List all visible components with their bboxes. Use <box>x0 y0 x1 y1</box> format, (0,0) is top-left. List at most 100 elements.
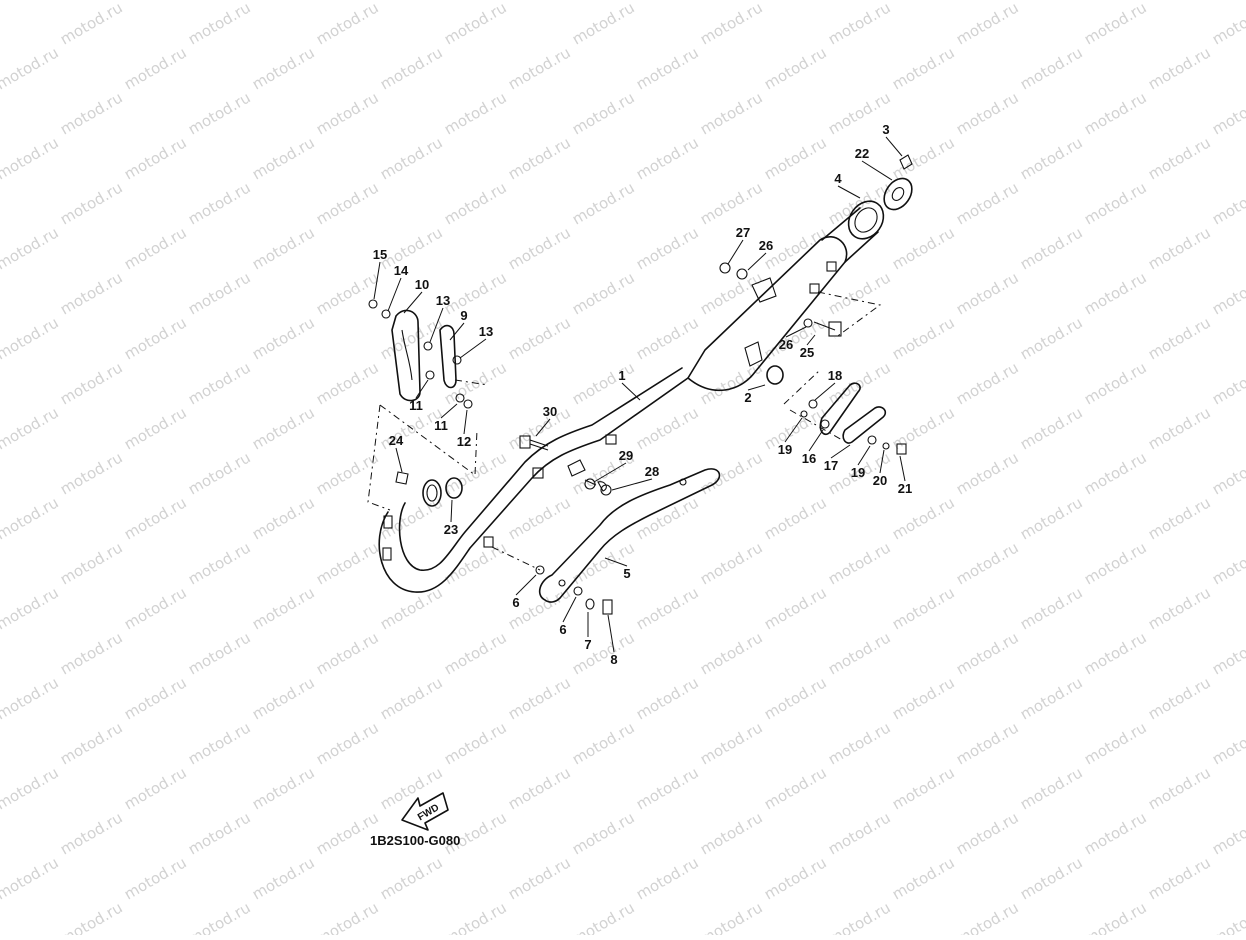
callout-15: 15 <box>373 247 387 262</box>
watermark-text: motod.ru <box>633 313 702 363</box>
watermark-text: motod.ru <box>0 313 62 363</box>
watermark-text: motod.ru <box>1209 358 1246 408</box>
watermark-text: motod.ru <box>121 43 190 93</box>
watermark-text: motod.ru <box>249 223 318 273</box>
callout-23: 23 <box>444 522 458 537</box>
watermark-text: motod.ru <box>953 808 1022 858</box>
watermark-text: motod.ru <box>121 223 190 273</box>
callout-leader-11 <box>440 403 458 419</box>
callout-leader-20 <box>879 449 885 474</box>
watermark-text: motod.ru <box>633 763 702 813</box>
watermark-text: motod.ru <box>1145 313 1214 363</box>
watermark-text: motod.ru <box>761 763 830 813</box>
watermark-text: motod.ru <box>1017 43 1086 93</box>
callout-30: 30 <box>543 404 557 419</box>
callout-leader-13 <box>459 338 487 359</box>
watermark-text: motod.ru <box>377 853 446 903</box>
watermark-text: motod.ru <box>953 0 1022 48</box>
callout-leader-16 <box>808 429 824 452</box>
watermark-text: motod.ru <box>0 133 62 183</box>
callout-leader-2 <box>747 384 766 391</box>
watermark-text: motod.ru <box>57 0 126 48</box>
callout-leader-5 <box>604 557 628 567</box>
callout-leader-3 <box>885 136 903 157</box>
watermark-text: motod.ru <box>57 898 126 935</box>
watermark-text: motod.ru <box>313 358 382 408</box>
watermark-text: motod.ru <box>0 853 62 903</box>
watermark-text: motod.ru <box>1145 853 1214 903</box>
callout-7: 7 <box>584 637 591 652</box>
callout-leader-9 <box>449 322 465 341</box>
watermark-text: motod.ru <box>1145 403 1214 453</box>
watermark-text: motod.ru <box>377 133 446 183</box>
callout-leader-26 <box>785 326 807 338</box>
watermark-text: motod.ru <box>377 313 446 363</box>
watermark-text: motod.ru <box>1081 88 1150 138</box>
watermark-text: motod.ru <box>1209 268 1246 318</box>
watermark-text: motod.ru <box>441 538 510 588</box>
watermark-text: motod.ru <box>377 673 446 723</box>
watermark-text: motod.ru <box>185 358 254 408</box>
watermark-text: motod.ru <box>0 673 62 723</box>
watermark-text: motod.ru <box>249 763 318 813</box>
callout-leaders <box>373 136 906 653</box>
watermark-text: motod.ru <box>825 808 894 858</box>
callout-24: 24 <box>389 433 404 448</box>
watermark-text: motod.ru <box>1081 178 1150 228</box>
watermark-text: motod.ru <box>1081 808 1150 858</box>
callout-leader-21 <box>899 455 906 482</box>
watermark-text: motod.ru <box>953 448 1022 498</box>
callout-28: 28 <box>645 464 659 479</box>
callout-11: 11 <box>434 418 448 433</box>
watermark-text: motod.ru <box>697 898 766 935</box>
watermark-text: motod.ru <box>505 763 574 813</box>
watermark-text: motod.ru <box>121 763 190 813</box>
watermark-text: motod.ru <box>569 88 638 138</box>
watermark-text: motod.ru <box>1081 358 1150 408</box>
watermark-text: motod.ru <box>1209 718 1246 768</box>
callout-8: 8 <box>610 652 617 667</box>
watermark-text: motod.ru <box>505 43 574 93</box>
exhaust-pipe <box>378 367 689 593</box>
callout-leader-19 <box>857 445 871 466</box>
watermark-text: motod.ru <box>505 133 574 183</box>
watermark-text: motod.ru <box>313 718 382 768</box>
watermark-text: motod.ru <box>57 448 126 498</box>
watermark-text: motod.ru <box>633 853 702 903</box>
watermark-text: motod.ru <box>889 133 958 183</box>
watermark-text: motod.ru <box>1145 583 1214 633</box>
callout-leader-12 <box>463 409 468 435</box>
watermark-text: motod.ru <box>697 628 766 678</box>
watermark-text: motod.ru <box>1081 628 1150 678</box>
watermark-text: motod.ru <box>377 223 446 273</box>
callout-13: 13 <box>436 293 450 308</box>
watermark-text: motod.ru <box>57 628 126 678</box>
callout-leader-27 <box>727 239 744 265</box>
watermark-text: motod.ru <box>953 88 1022 138</box>
callout-17: 17 <box>824 458 838 473</box>
watermark-text: motod.ru <box>57 358 126 408</box>
pipe-tab <box>605 434 617 445</box>
callout-2: 2 <box>744 390 751 405</box>
watermark-text: motod.ru <box>697 808 766 858</box>
exhaust-gasket <box>395 471 463 507</box>
watermark-text: motod.ru <box>249 313 318 363</box>
callout-leader-10 <box>403 291 423 314</box>
callout-4: 4 <box>834 171 842 186</box>
watermark-text: motod.ru <box>249 403 318 453</box>
watermark-text: motod.ru <box>185 718 254 768</box>
pipe-tab <box>382 547 392 561</box>
watermark-text: motod.ru <box>761 673 830 723</box>
watermark-text: motod.ru <box>1017 0 1086 3</box>
watermark-text: motod.ru <box>633 0 702 3</box>
watermark-text: motod.ru <box>121 673 190 723</box>
watermark-text: motod.ru <box>313 898 382 935</box>
watermark-text: motod.ru <box>825 0 894 48</box>
watermark-text: motod.ru <box>953 898 1022 935</box>
callout-11: 11 <box>409 398 423 413</box>
watermark-text: motod.ru <box>57 88 126 138</box>
watermark-text: motod.ru <box>1145 43 1214 93</box>
watermark-text: motod.ru <box>505 223 574 273</box>
